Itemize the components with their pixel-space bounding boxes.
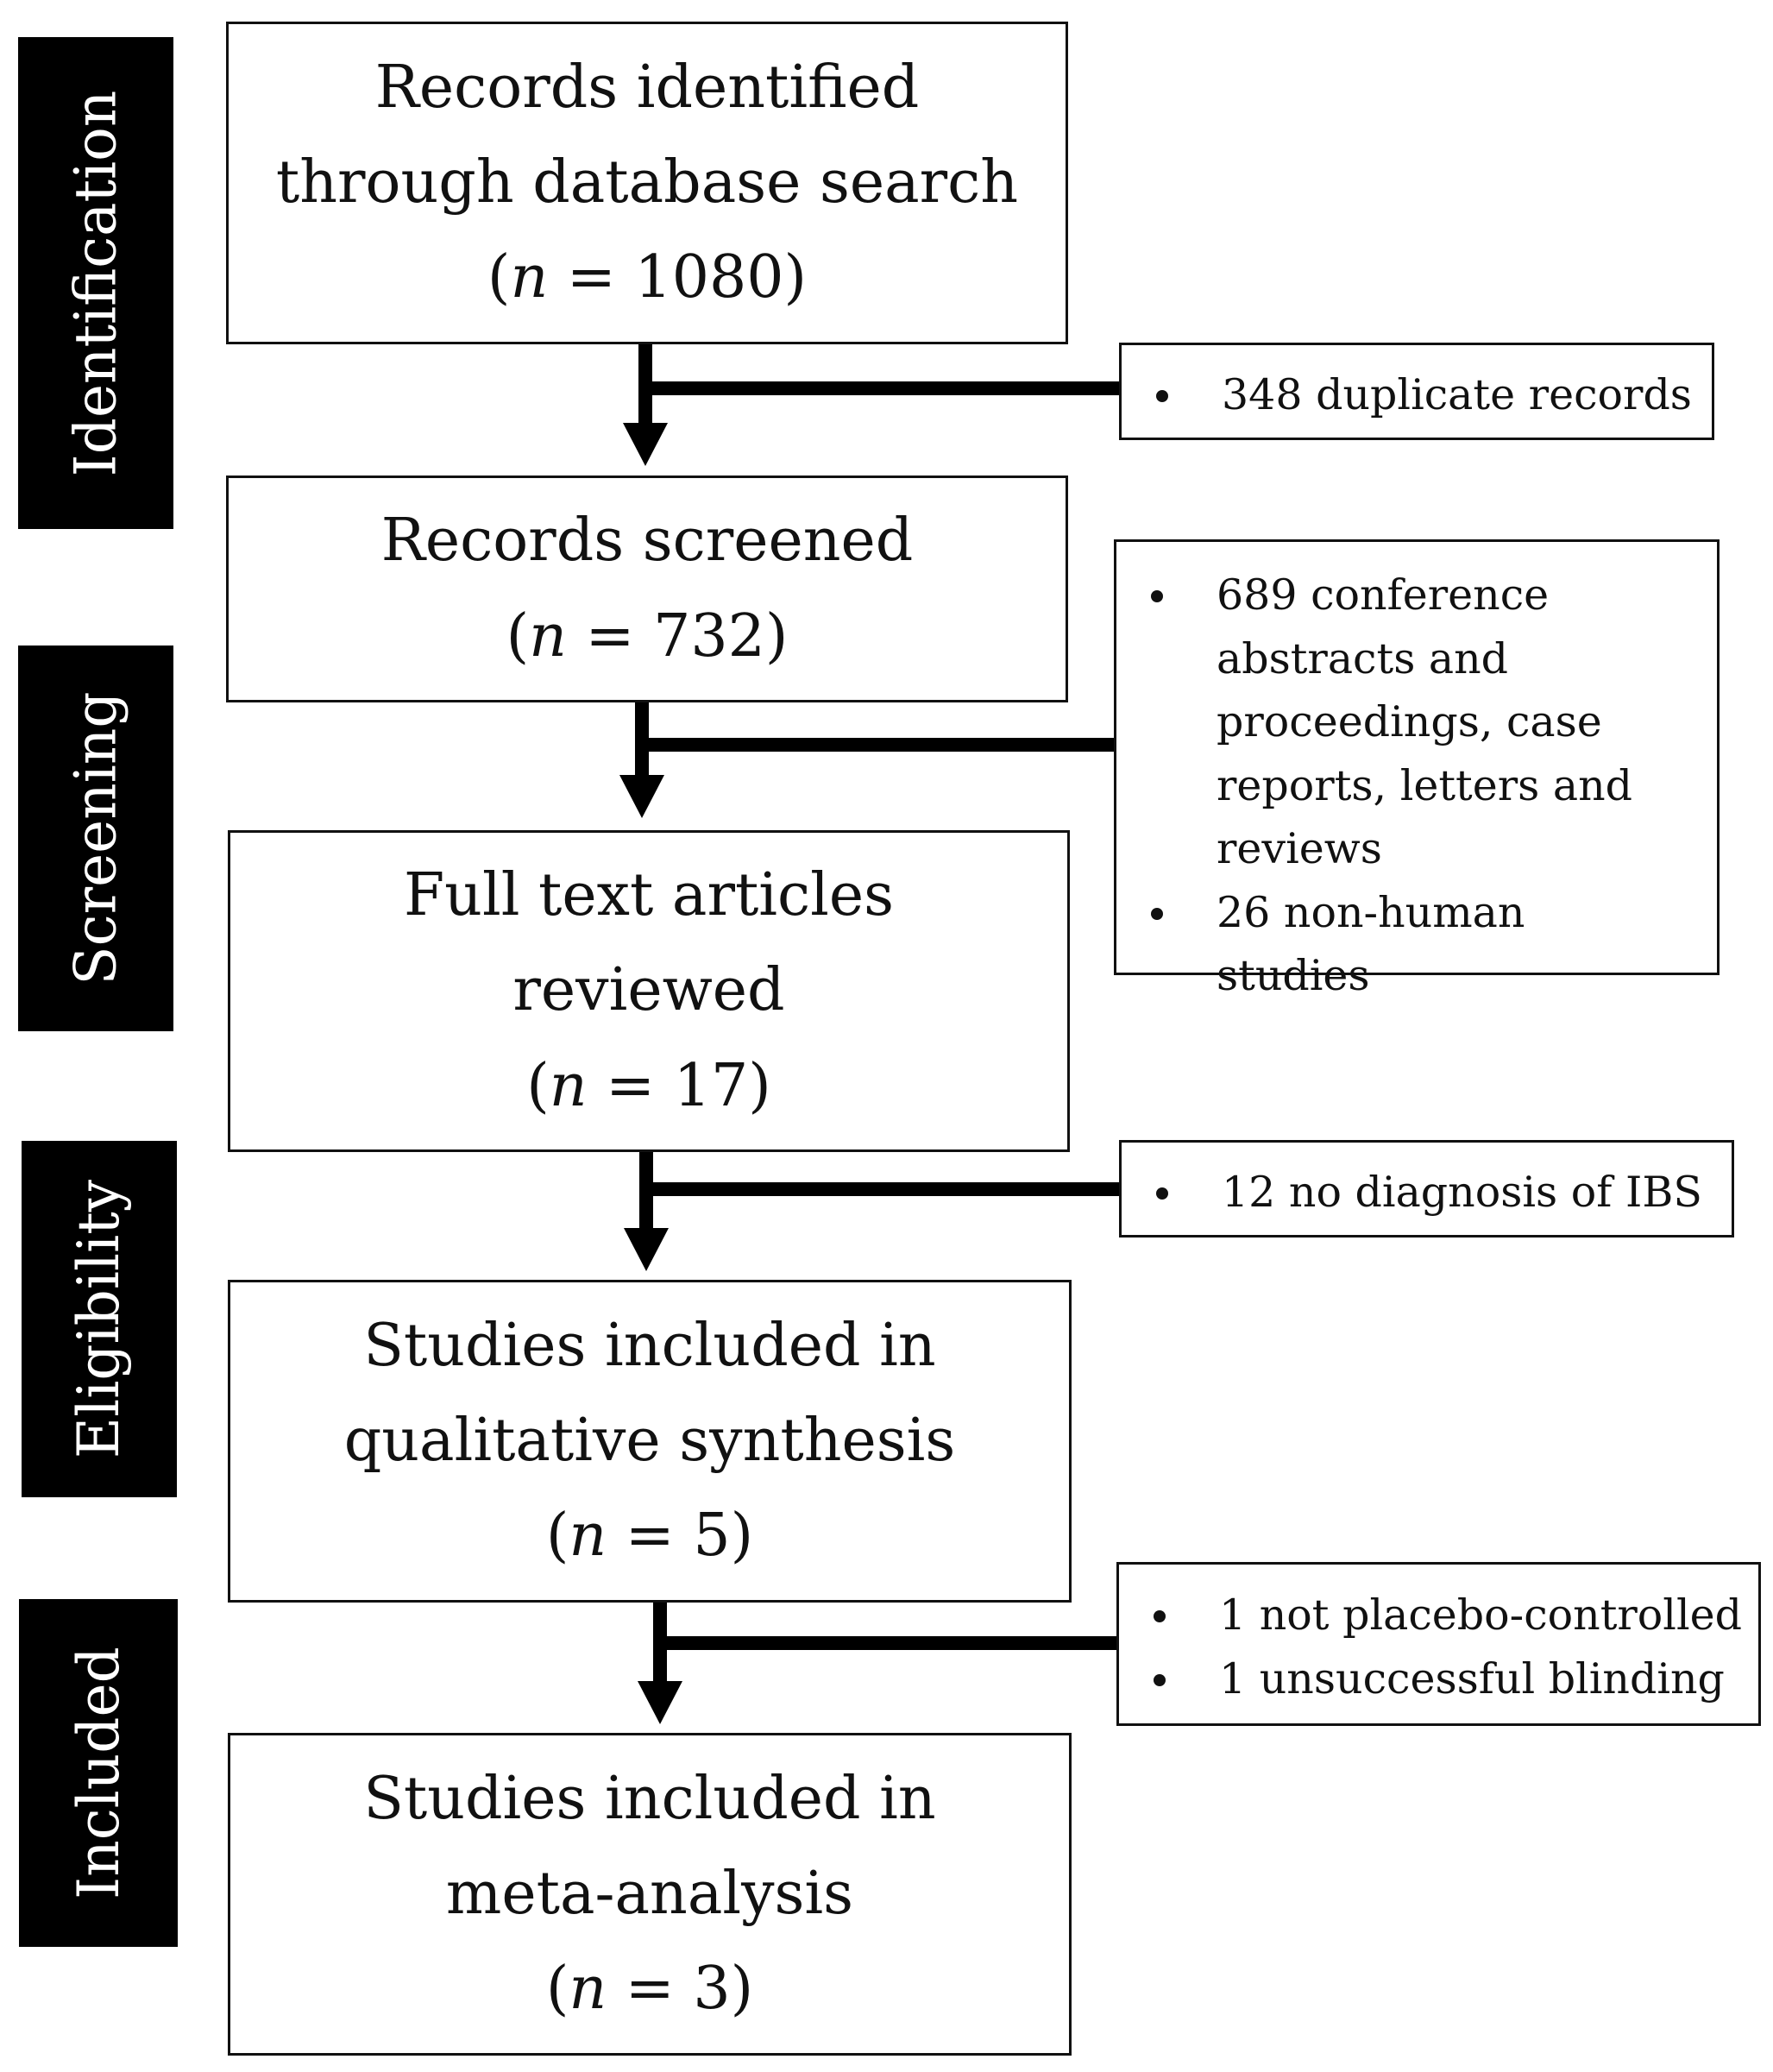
stage-label-text: Included (65, 1647, 132, 1899)
box-records-identified: Records identified through database sear… (226, 22, 1068, 344)
box-line: Studies included in (363, 1764, 936, 1833)
exclusion-item: 26 non-human studies (1116, 881, 1674, 1008)
exclusion-item: 348 duplicate records (1122, 363, 1712, 427)
stage-screening: Screening (18, 646, 173, 1031)
box-qualitative-synthesis: Studies included in qualitative synthesi… (228, 1280, 1072, 1603)
connector-branch (653, 1636, 1116, 1650)
exclusion-box-duplicates: 348 duplicate records (1119, 343, 1714, 440)
box-records-screened: Records screened (n = 732) (226, 475, 1068, 702)
stage-label-text: Screening (62, 691, 129, 986)
stage-identification: Identification (18, 37, 173, 529)
box-full-text-reviewed: Full text articles reviewed (n = 17) (228, 830, 1070, 1152)
arrowhead-down (624, 1228, 669, 1271)
box-count: (n = 17) (526, 1051, 771, 1120)
box-count: (n = 3) (545, 1955, 754, 2024)
exclusion-box-eligibility: 12 no diagnosis of IBS (1119, 1140, 1734, 1238)
exclusion-box-screening: 689 conference abstracts and proceedings… (1114, 539, 1720, 1000)
box-line: Studies included in (363, 1311, 936, 1380)
arrowhead-down (619, 775, 664, 818)
arrowhead-down (638, 1681, 682, 1724)
stage-included: Included (19, 1599, 178, 1947)
arrowhead-down (623, 423, 668, 466)
box-line: Records identified (374, 53, 920, 122)
box-line: Records screened (380, 507, 914, 576)
connector-branch (639, 1182, 1119, 1196)
box-line: through database search (275, 148, 1019, 217)
exclusion-item: 689 conference abstracts and proceedings… (1116, 564, 1674, 881)
exclusion-item: 12 no diagnosis of IBS (1122, 1161, 1732, 1225)
box-line: reviewed (512, 956, 785, 1025)
box-count: (n = 1080) (487, 243, 808, 312)
box-line: qualitative synthesis (343, 1406, 956, 1475)
exclusion-item: 1 not placebo-controlled (1119, 1584, 1758, 1647)
stage-label-text: Eligibility (66, 1179, 133, 1459)
connector-branch (635, 738, 1114, 752)
box-meta-analysis: Studies included in meta-analysis (n = 3… (228, 1733, 1072, 2056)
box-count: (n = 732) (506, 601, 789, 671)
box-line: Full text articles (403, 861, 895, 930)
exclusion-item: 1 unsuccessful blinding (1119, 1647, 1758, 1711)
connector-branch (638, 381, 1119, 395)
box-line: meta-analysis (445, 1859, 854, 1928)
box-count: (n = 5) (545, 1502, 754, 1571)
stage-eligibility: Eligibility (22, 1141, 177, 1497)
stage-label-text: Identification (62, 90, 129, 476)
exclusion-box-included: 1 not placebo-controlled 1 unsuccessful … (1116, 1562, 1761, 1726)
